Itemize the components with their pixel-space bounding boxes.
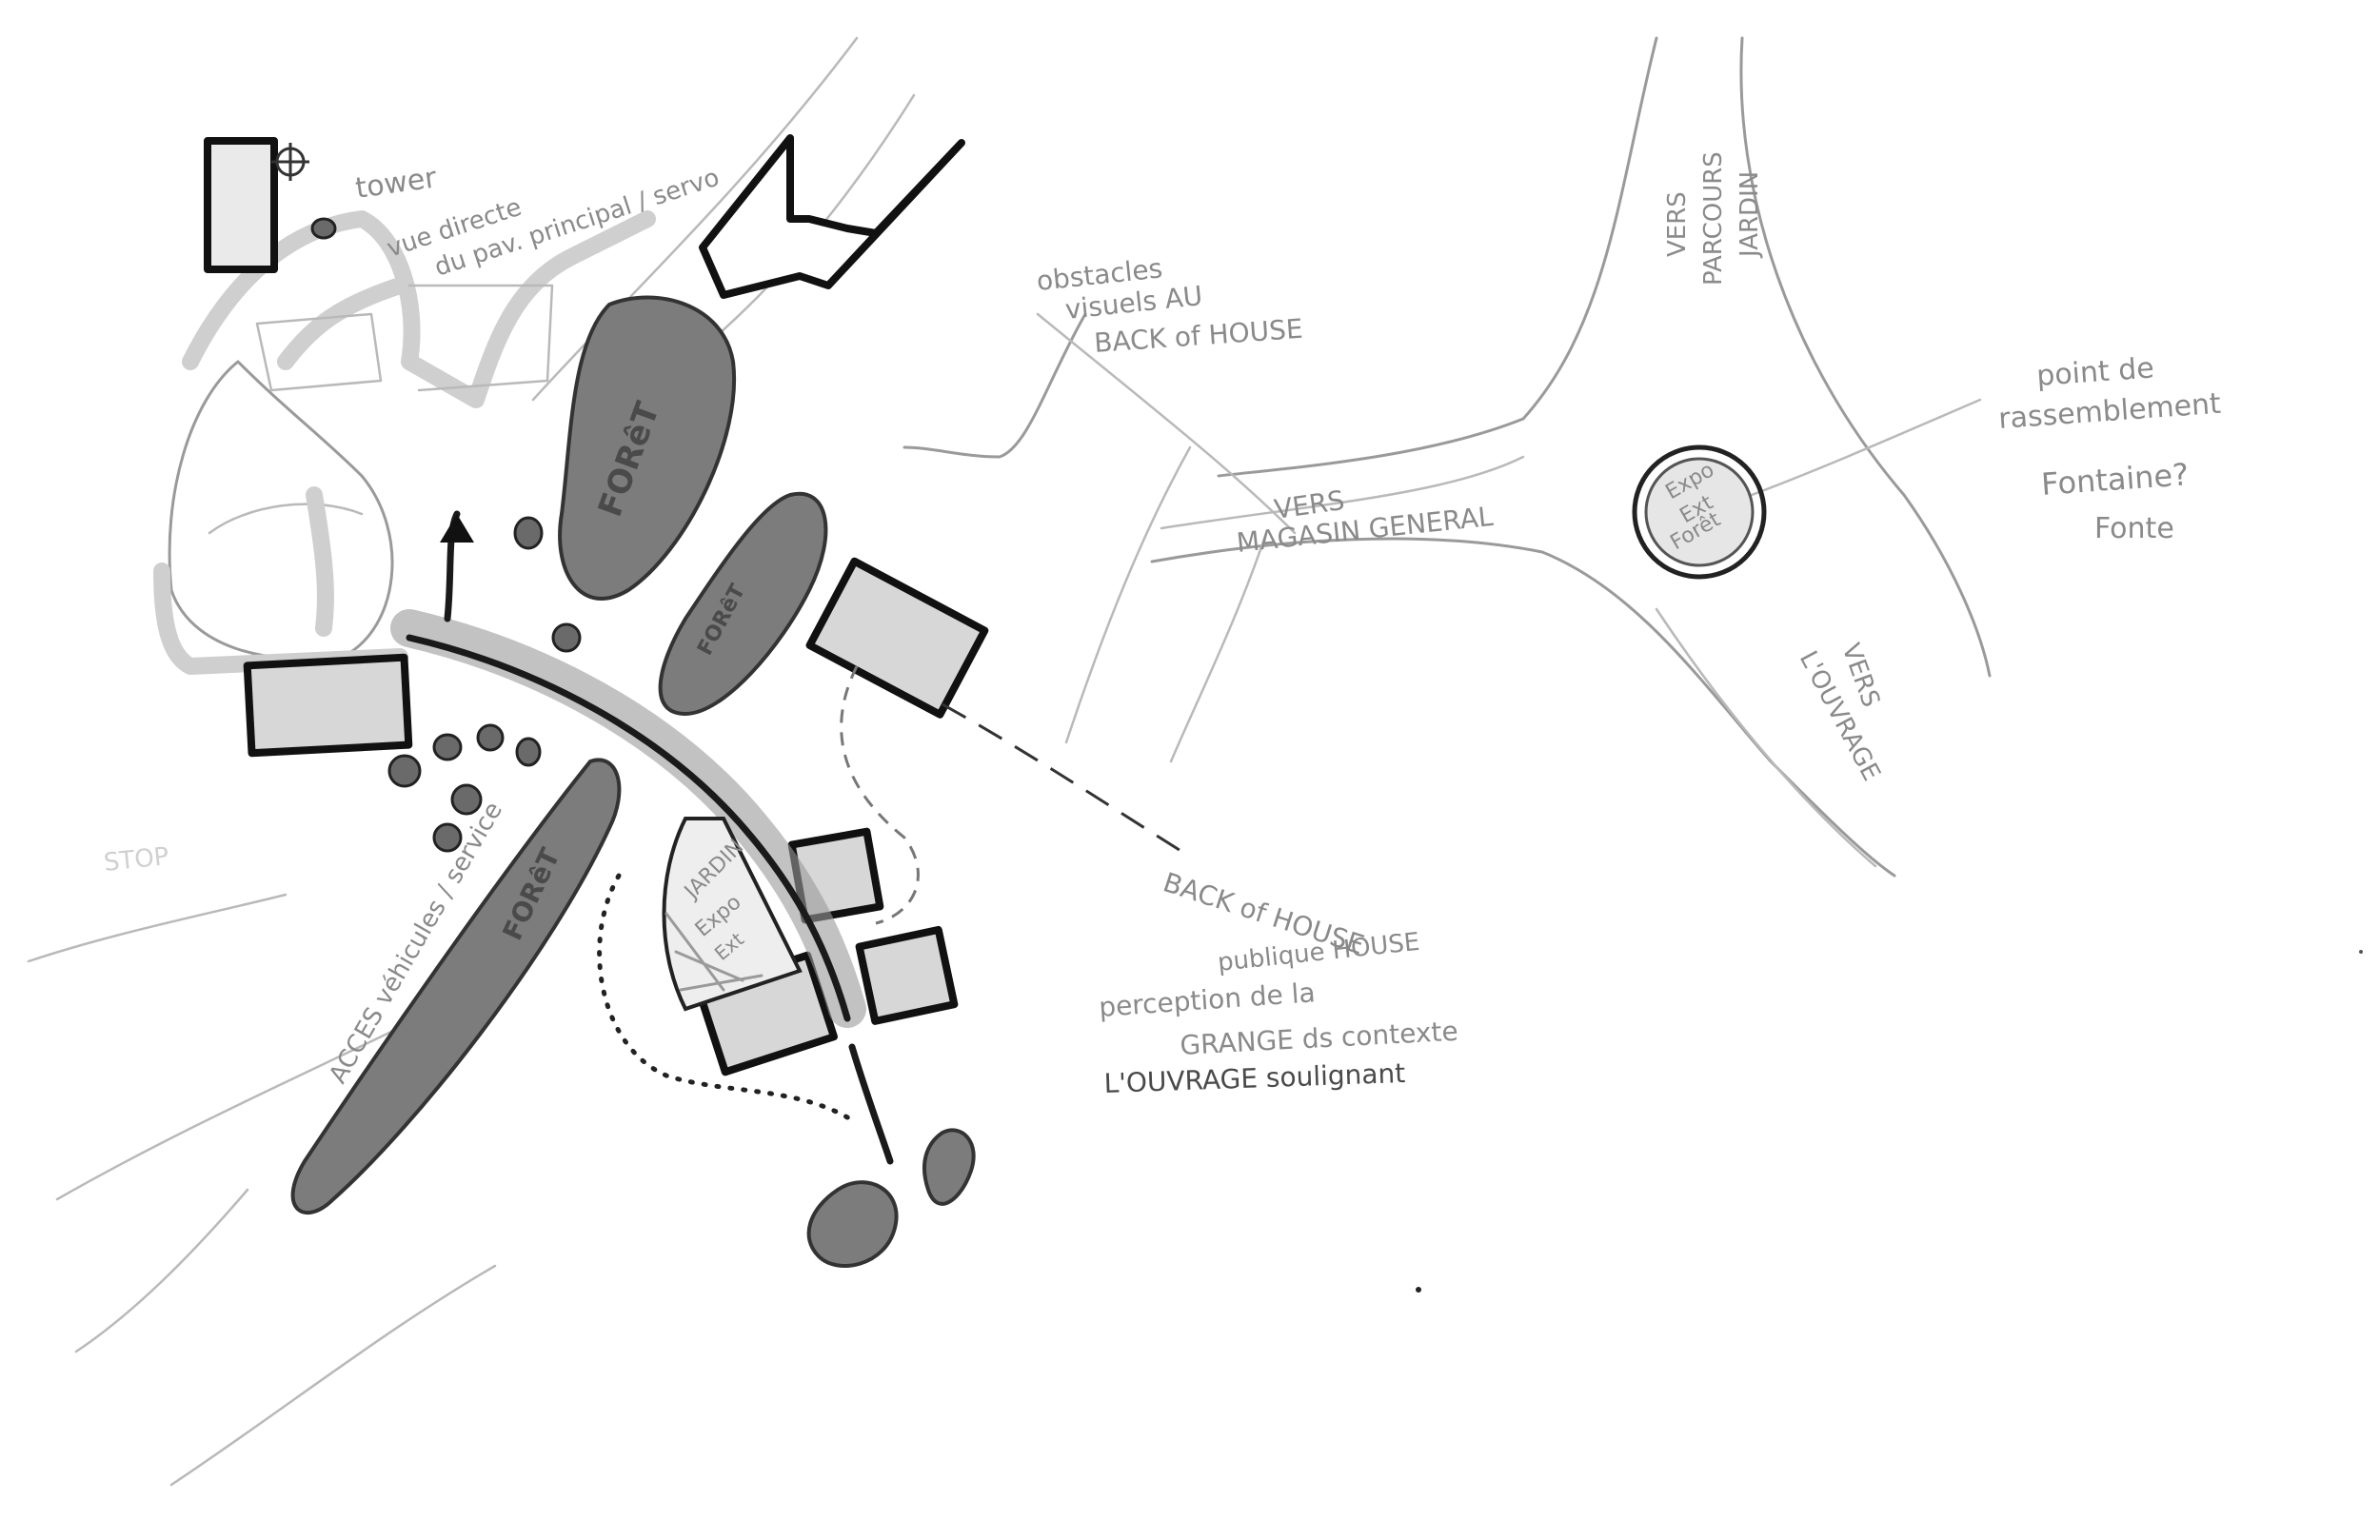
pencil-leader-obstacles	[902, 312, 1087, 459]
back-of-house-dashed-path	[942, 702, 1191, 859]
road-south-tail	[848, 1043, 894, 1165]
compass-symbol	[271, 143, 309, 181]
pencil-line-mid	[1036, 312, 1297, 535]
pavilion-ghost-zone	[153, 210, 656, 675]
road-north-west-edge	[1217, 36, 1658, 478]
label-fontaine: Fontaine?	[2040, 456, 2190, 503]
jardin-dotted-path	[597, 873, 860, 1126]
road-shading	[390, 609, 866, 1028]
pencil-diagonal-5	[74, 1188, 249, 1353]
pencil-diagonal-1	[531, 36, 859, 402]
forest-south-tip-1	[806, 1180, 899, 1268]
label-perception-2: GRANGE ds contexte	[1180, 1016, 1459, 1061]
pavilion-path-1	[306, 486, 334, 637]
main-access-road	[390, 510, 894, 1165]
north-building	[699, 134, 965, 299]
pencil-diagonal-6	[169, 1264, 497, 1487]
west-building	[243, 653, 413, 758]
grange-building	[805, 557, 989, 719]
forest-centre	[658, 491, 828, 717]
label-point-2: rassemblement	[1997, 387, 2222, 436]
small-building-2	[855, 925, 959, 1025]
buildings	[204, 134, 989, 1076]
pencil-diagonal-7	[27, 893, 288, 963]
label-point-1: point de	[2035, 351, 2155, 393]
jardin-fan-rib-1	[664, 912, 725, 992]
pavilion-parking-loop	[168, 360, 394, 661]
tree	[387, 754, 422, 788]
jardin-dashed-loop	[840, 665, 920, 925]
label-tower: tower	[353, 161, 439, 206]
pavilion-path-2	[277, 277, 408, 370]
rassemblement-outer	[1632, 444, 1767, 580]
pencil-dot	[2359, 950, 2363, 954]
tree	[515, 737, 542, 767]
road-west-lower-edge	[1150, 537, 1896, 878]
pencil-leader-point	[1750, 398, 1982, 497]
rassemblement-inner	[1644, 457, 1755, 567]
arrow-head-north	[440, 514, 474, 543]
road-west-upper-edge	[1160, 455, 1525, 530]
road-south-east-edge	[1655, 607, 1877, 868]
trees	[310, 217, 582, 853]
label-vers-parcours-2: PARCOURS	[1699, 151, 1728, 286]
tree	[551, 622, 582, 653]
tree	[310, 217, 337, 240]
pencil-roads	[27, 36, 1992, 1487]
forests	[290, 295, 976, 1268]
tree	[432, 822, 463, 853]
forest-south-tip-2	[922, 1128, 976, 1206]
label-perception-1: perception de la	[1098, 977, 1316, 1023]
pencil-line-vert	[1169, 531, 1268, 763]
pencil-diagonal-3	[1064, 445, 1192, 744]
pavilion-grid-2	[407, 284, 554, 392]
rassemblement-circle	[1632, 444, 1767, 580]
pencil-dot	[1416, 1287, 1421, 1293]
label-obstacles-3: BACK of HOUSE	[1093, 313, 1303, 359]
road-north-east-edge	[1739, 36, 1992, 678]
tree	[432, 733, 463, 761]
road-centre-line	[406, 634, 851, 1022]
tree	[476, 723, 505, 752]
pavilion-edge-left	[153, 563, 408, 675]
tree	[513, 516, 544, 550]
pavilion-grid-1	[255, 312, 383, 392]
jardin-fan-rib-2	[674, 950, 744, 982]
tower-building	[204, 137, 278, 273]
label-stop: STOP	[103, 842, 170, 878]
tree	[450, 783, 483, 816]
label-perception-3: L'OUVRAGE soulignant	[1103, 1057, 1406, 1099]
label-fonte: Fonte	[2094, 512, 2174, 545]
forest-north	[558, 295, 737, 601]
forest-south-west	[290, 758, 622, 1215]
jardin-expo	[597, 817, 860, 1126]
label-vers-parcours-3: JARDIN	[1735, 171, 1764, 259]
pavilion-parking-inner	[208, 503, 364, 535]
jardin-fan-rib-3	[679, 974, 764, 992]
label-vers-parcours-1: VERS	[1663, 191, 1692, 257]
compass-cross	[271, 143, 309, 181]
